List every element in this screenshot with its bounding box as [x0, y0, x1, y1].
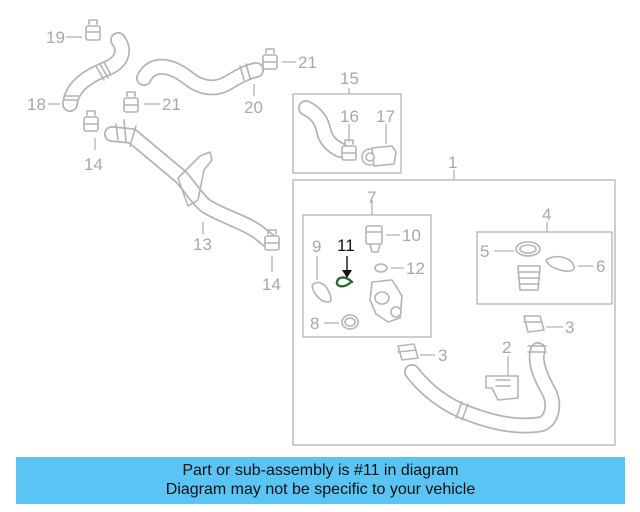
info-banner: Part or sub-assembly is #11 in diagram D… [16, 457, 625, 504]
hose-18 [62, 32, 131, 112]
group-box-15 [292, 93, 402, 174]
callout-12: 12 [406, 259, 425, 278]
clamp-3-right [523, 315, 545, 333]
callout-3-left: 3 [438, 346, 447, 365]
callout-7: 7 [367, 188, 376, 207]
leader-lines [48, 36, 593, 376]
pipe-13 [104, 119, 276, 248]
bellows-4 [517, 265, 541, 291]
callout-6: 6 [596, 257, 605, 276]
banner-line-1: Part or sub-assembly is #11 in diagram [182, 462, 459, 479]
clamp-19 [85, 19, 101, 41]
group-box-7 [302, 214, 432, 338]
seal-6 [545, 255, 576, 272]
clamp-21-lower [123, 91, 139, 113]
connector-17 [361, 145, 397, 167]
callout-14-upper: 14 [84, 155, 103, 174]
bracket-2 [485, 375, 519, 401]
callout-5: 5 [480, 242, 489, 261]
callout-11-highlighted: 11 [337, 236, 355, 255]
banner-line-2: Diagram may not be specific to your vehi… [165, 481, 476, 498]
callout-18: 18 [27, 95, 46, 114]
callout-1: 1 [448, 153, 457, 172]
callout-15: 15 [340, 69, 359, 88]
clamp-14-upper [83, 110, 99, 132]
callout-3-right: 3 [565, 318, 574, 337]
hose-20 [136, 58, 264, 96]
callout-20: 20 [244, 98, 263, 117]
callout-19: 19 [46, 28, 65, 47]
seal-9 [311, 281, 332, 303]
clamp-14-lower [264, 229, 280, 251]
callout-9: 9 [312, 237, 321, 256]
group-box-4 [476, 231, 613, 305]
o-ring-5 [515, 241, 541, 257]
callout-21-upper: 21 [298, 53, 317, 72]
clip-11 [335, 276, 354, 288]
callout-13: 13 [193, 235, 212, 254]
housing-7 [369, 279, 403, 323]
o-ring-8 [341, 314, 359, 330]
clamp-16 [341, 139, 357, 161]
callout-21-lower: 21 [162, 95, 181, 114]
callout-14-lower: 14 [262, 275, 281, 294]
clamp-3-left [397, 343, 419, 361]
callout-17: 17 [376, 107, 395, 126]
hose-15 [298, 100, 348, 158]
hose-2 [404, 342, 561, 434]
callout-2: 2 [502, 338, 511, 357]
callout-16: 16 [340, 107, 359, 126]
clamp-21-upper [262, 48, 278, 70]
callout-8: 8 [310, 314, 319, 333]
sensor-10 [365, 225, 383, 253]
callout-4: 4 [542, 205, 551, 224]
callout-labels: 19 18 14 21 21 20 13 14 15 16 17 1 7 10 … [27, 28, 605, 365]
o-ring-12 [374, 263, 388, 273]
callout-10: 10 [402, 226, 421, 245]
